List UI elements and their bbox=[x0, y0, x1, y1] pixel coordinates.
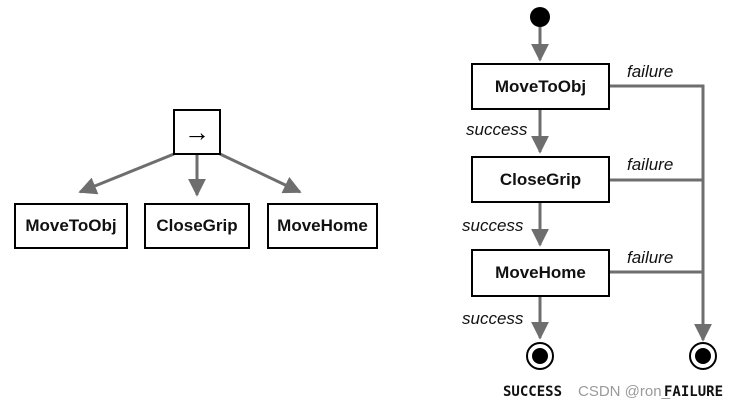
sequence-root-node: → bbox=[173, 109, 221, 155]
tree-child-closegrip: CloseGrip bbox=[144, 203, 250, 249]
failure-label-1: failure bbox=[627, 62, 674, 81]
success-terminal-inner bbox=[532, 348, 548, 364]
tree-child-movehome: MoveHome bbox=[267, 203, 378, 249]
watermark: CSDN @ron_ bbox=[578, 383, 670, 400]
state-movetoobj: MoveToObj bbox=[471, 63, 610, 110]
failure-terminal-inner bbox=[695, 348, 711, 364]
success-label-1: success bbox=[466, 120, 528, 139]
tree-child-movetoobj: MoveToObj bbox=[14, 203, 128, 249]
failure-label-3: failure bbox=[627, 248, 674, 267]
state-closegrip: CloseGrip bbox=[471, 156, 610, 203]
success-label-2: success bbox=[462, 216, 524, 235]
failure-terminal-label: FAILURE bbox=[664, 384, 724, 400]
tree-edge-right bbox=[219, 152, 302, 194]
edge-failure-1 bbox=[610, 84, 712, 342]
tree-edge-left bbox=[78, 152, 175, 195]
start-node bbox=[530, 7, 550, 27]
failure-label-2: failure bbox=[627, 155, 674, 174]
success-label-3: success bbox=[462, 309, 524, 328]
state-movehome: MoveHome bbox=[471, 249, 610, 297]
sequence-arrow-icon: → bbox=[184, 117, 210, 147]
success-terminal-label: SUCCESS bbox=[503, 384, 563, 400]
